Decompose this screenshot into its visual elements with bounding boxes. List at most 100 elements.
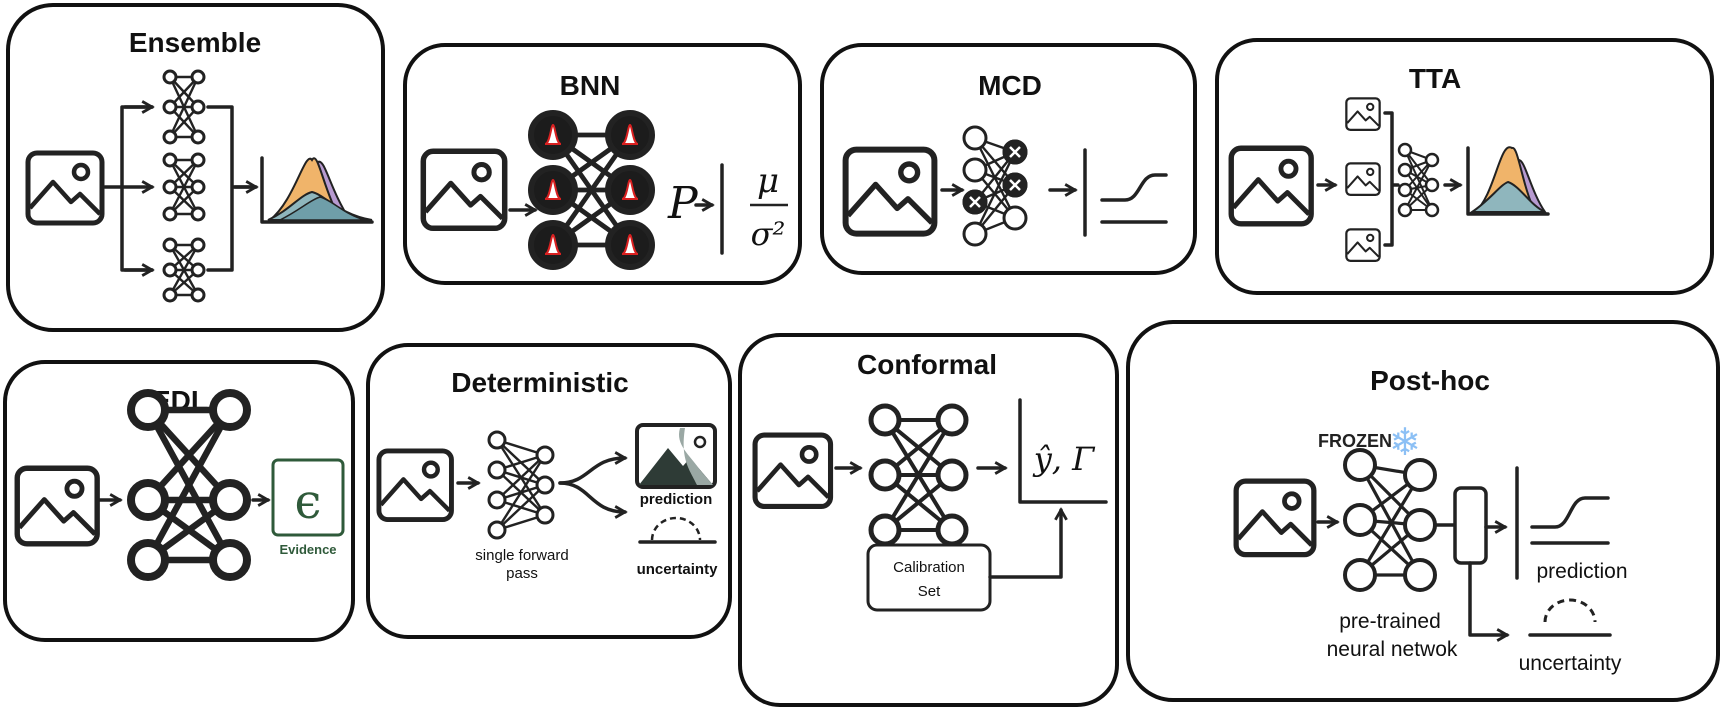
net-node [162, 237, 178, 253]
panel-deterministic: Deterministic single forward pass predic… [366, 343, 732, 639]
calibration-label: Calibration [893, 559, 965, 576]
panel-frame [1215, 38, 1714, 295]
net-node [935, 403, 969, 437]
net-edge [145, 408, 233, 562]
net-node [1424, 202, 1440, 218]
net-node [935, 513, 969, 547]
net-node [190, 237, 206, 253]
net-node [535, 445, 555, 465]
net-node [162, 129, 178, 145]
net-node [535, 475, 555, 495]
panel-title: Ensemble [129, 27, 261, 58]
net-node [162, 262, 178, 278]
net-node [162, 206, 178, 222]
net-edge [168, 76, 200, 138]
image-icon [17, 468, 97, 544]
mean-symbol: μ [757, 161, 779, 201]
net-node [868, 513, 902, 547]
net-edge [1358, 474, 1422, 576]
augmented-image-icon [1345, 162, 1381, 196]
panel-title: Conformal [857, 349, 997, 380]
arrow-icon [1468, 561, 1510, 642]
net-edge [168, 159, 200, 215]
net-node [209, 479, 251, 521]
net-node [487, 430, 507, 450]
net-edge [1404, 149, 1433, 211]
net-edge [883, 418, 954, 532]
panel-frame [738, 333, 1119, 707]
augmented-image-icon [1345, 228, 1381, 262]
panel-ensemble: Ensemble [6, 3, 385, 332]
network-icon [1397, 142, 1440, 218]
dropout-x-icon [969, 196, 981, 208]
net-node [1403, 558, 1437, 592]
net-node [162, 287, 178, 303]
net-node [1403, 508, 1437, 542]
net-node [1343, 558, 1377, 592]
panel-bnn: BNN P μ σ² [403, 43, 802, 285]
panel-frame [6, 3, 385, 332]
network-icon [487, 430, 555, 540]
network-icon [162, 69, 206, 145]
prediction-label: prediction [1536, 560, 1627, 583]
network-icon [162, 237, 206, 303]
image-icon [28, 153, 102, 223]
net-edge [1358, 464, 1422, 576]
net-node [962, 125, 988, 151]
dropout-x-icon [1009, 179, 1021, 191]
uncertainty-head-box [1453, 486, 1488, 565]
net-edge [495, 454, 547, 531]
panel-title: BNN [560, 70, 621, 101]
frozen-label: FROZEN [1318, 431, 1392, 451]
dropout-x-icon [1009, 146, 1021, 158]
uncertainty-label: uncertainty [1519, 652, 1622, 675]
uncertainty-arc [650, 516, 702, 541]
net-node [1397, 142, 1413, 158]
image-icon [1236, 481, 1314, 555]
evidence-box [271, 458, 345, 537]
net-label: neural netwok [1327, 638, 1458, 661]
image-icon [755, 435, 830, 506]
net-node [1424, 177, 1440, 193]
panel-title: MCD [978, 70, 1042, 101]
net-node [487, 520, 507, 540]
net-edge [973, 151, 1017, 235]
arrow-icon [558, 481, 628, 519]
panel-title: TTA [1409, 63, 1461, 94]
net-node [962, 221, 988, 247]
net-node [487, 460, 507, 480]
image-icon [846, 150, 935, 234]
prediction-label: prediction [640, 491, 713, 508]
gaussian-peak-icon [544, 123, 562, 145]
net-edge [1404, 159, 1433, 211]
net-label: single forward [475, 547, 568, 564]
dropout-network-icon [962, 125, 1028, 247]
net-node [1397, 202, 1413, 218]
net-node [868, 403, 902, 437]
network-icon [127, 389, 251, 581]
image-icon [423, 151, 504, 228]
net-node [1002, 205, 1028, 231]
distribution-chart-icon [260, 156, 374, 224]
net-node [190, 129, 206, 145]
variance-symbol: σ² [751, 215, 786, 253]
uncertainty-label: uncertainty [637, 561, 719, 578]
net-node [1403, 458, 1437, 492]
gaussian-peak-icon [544, 178, 562, 200]
output-axis [1018, 398, 1108, 504]
image-icon [1231, 148, 1311, 224]
net-label: pass [506, 565, 538, 582]
net-node [162, 69, 178, 85]
gaussian-peak-icon [544, 233, 562, 255]
calibration-set-box [866, 543, 992, 612]
sigmoid-curve [1100, 173, 1168, 202]
net-node [190, 287, 206, 303]
net-node [868, 458, 902, 492]
net-node [209, 539, 251, 581]
augmented-image-icon [1345, 97, 1381, 131]
net-edge [496, 484, 546, 531]
net-edge [496, 454, 546, 501]
arrow-icon [988, 507, 1068, 579]
distribution-chart-icon [1466, 146, 1550, 216]
net-node [162, 179, 178, 195]
